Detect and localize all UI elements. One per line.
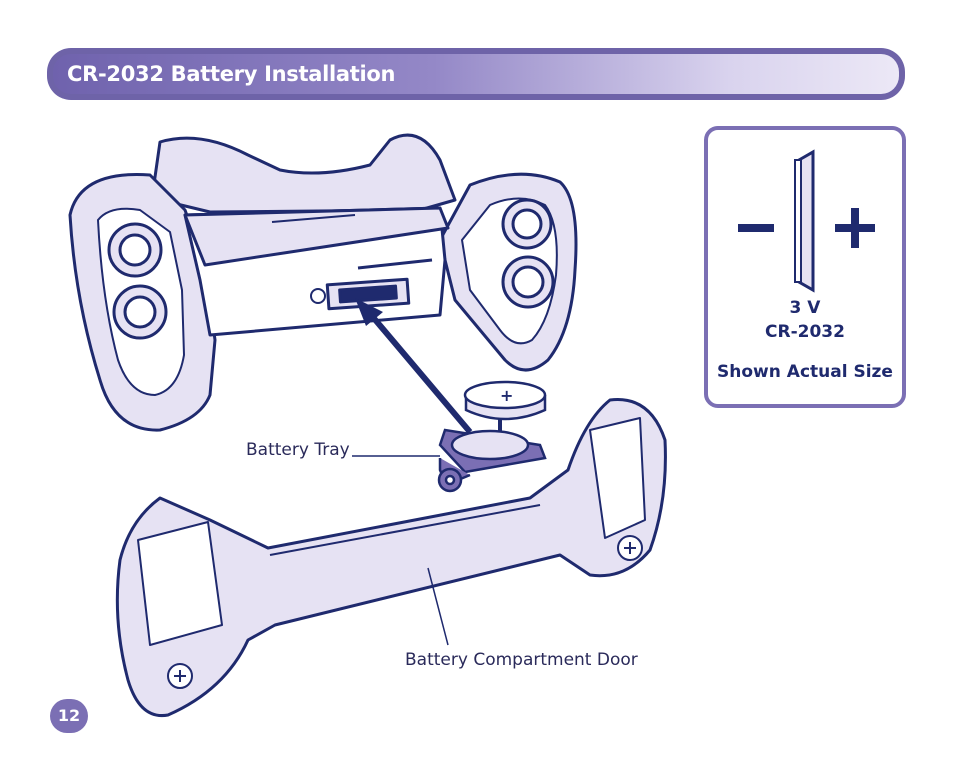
page-title: CR-2032 Battery Installation <box>67 62 396 86</box>
battery-caption: Shown Actual Size <box>717 362 893 382</box>
battery-door-label: Battery Compartment Door <box>405 650 638 670</box>
minus-icon <box>738 224 774 232</box>
insert-arrow <box>355 298 473 434</box>
battery-compartment-door <box>115 398 667 718</box>
battery-voltage: 3 V <box>789 298 821 318</box>
svg-text:+: + <box>500 386 513 405</box>
toy-device-body <box>68 133 578 432</box>
wing-buttons <box>107 198 555 340</box>
title-bar-gradient: CR-2032 Battery Installation <box>53 54 899 94</box>
coin-battery-side-view <box>738 149 875 293</box>
page-number: 12 <box>50 699 88 733</box>
battery-model: CR-2032 <box>765 322 845 342</box>
battery-info-box: 3 V CR-2032 Shown Actual Size <box>704 126 906 408</box>
battery-tray <box>352 428 547 493</box>
title-bar: CR-2032 Battery Installation <box>47 48 905 100</box>
battery-tray-label: Battery Tray <box>246 440 350 460</box>
